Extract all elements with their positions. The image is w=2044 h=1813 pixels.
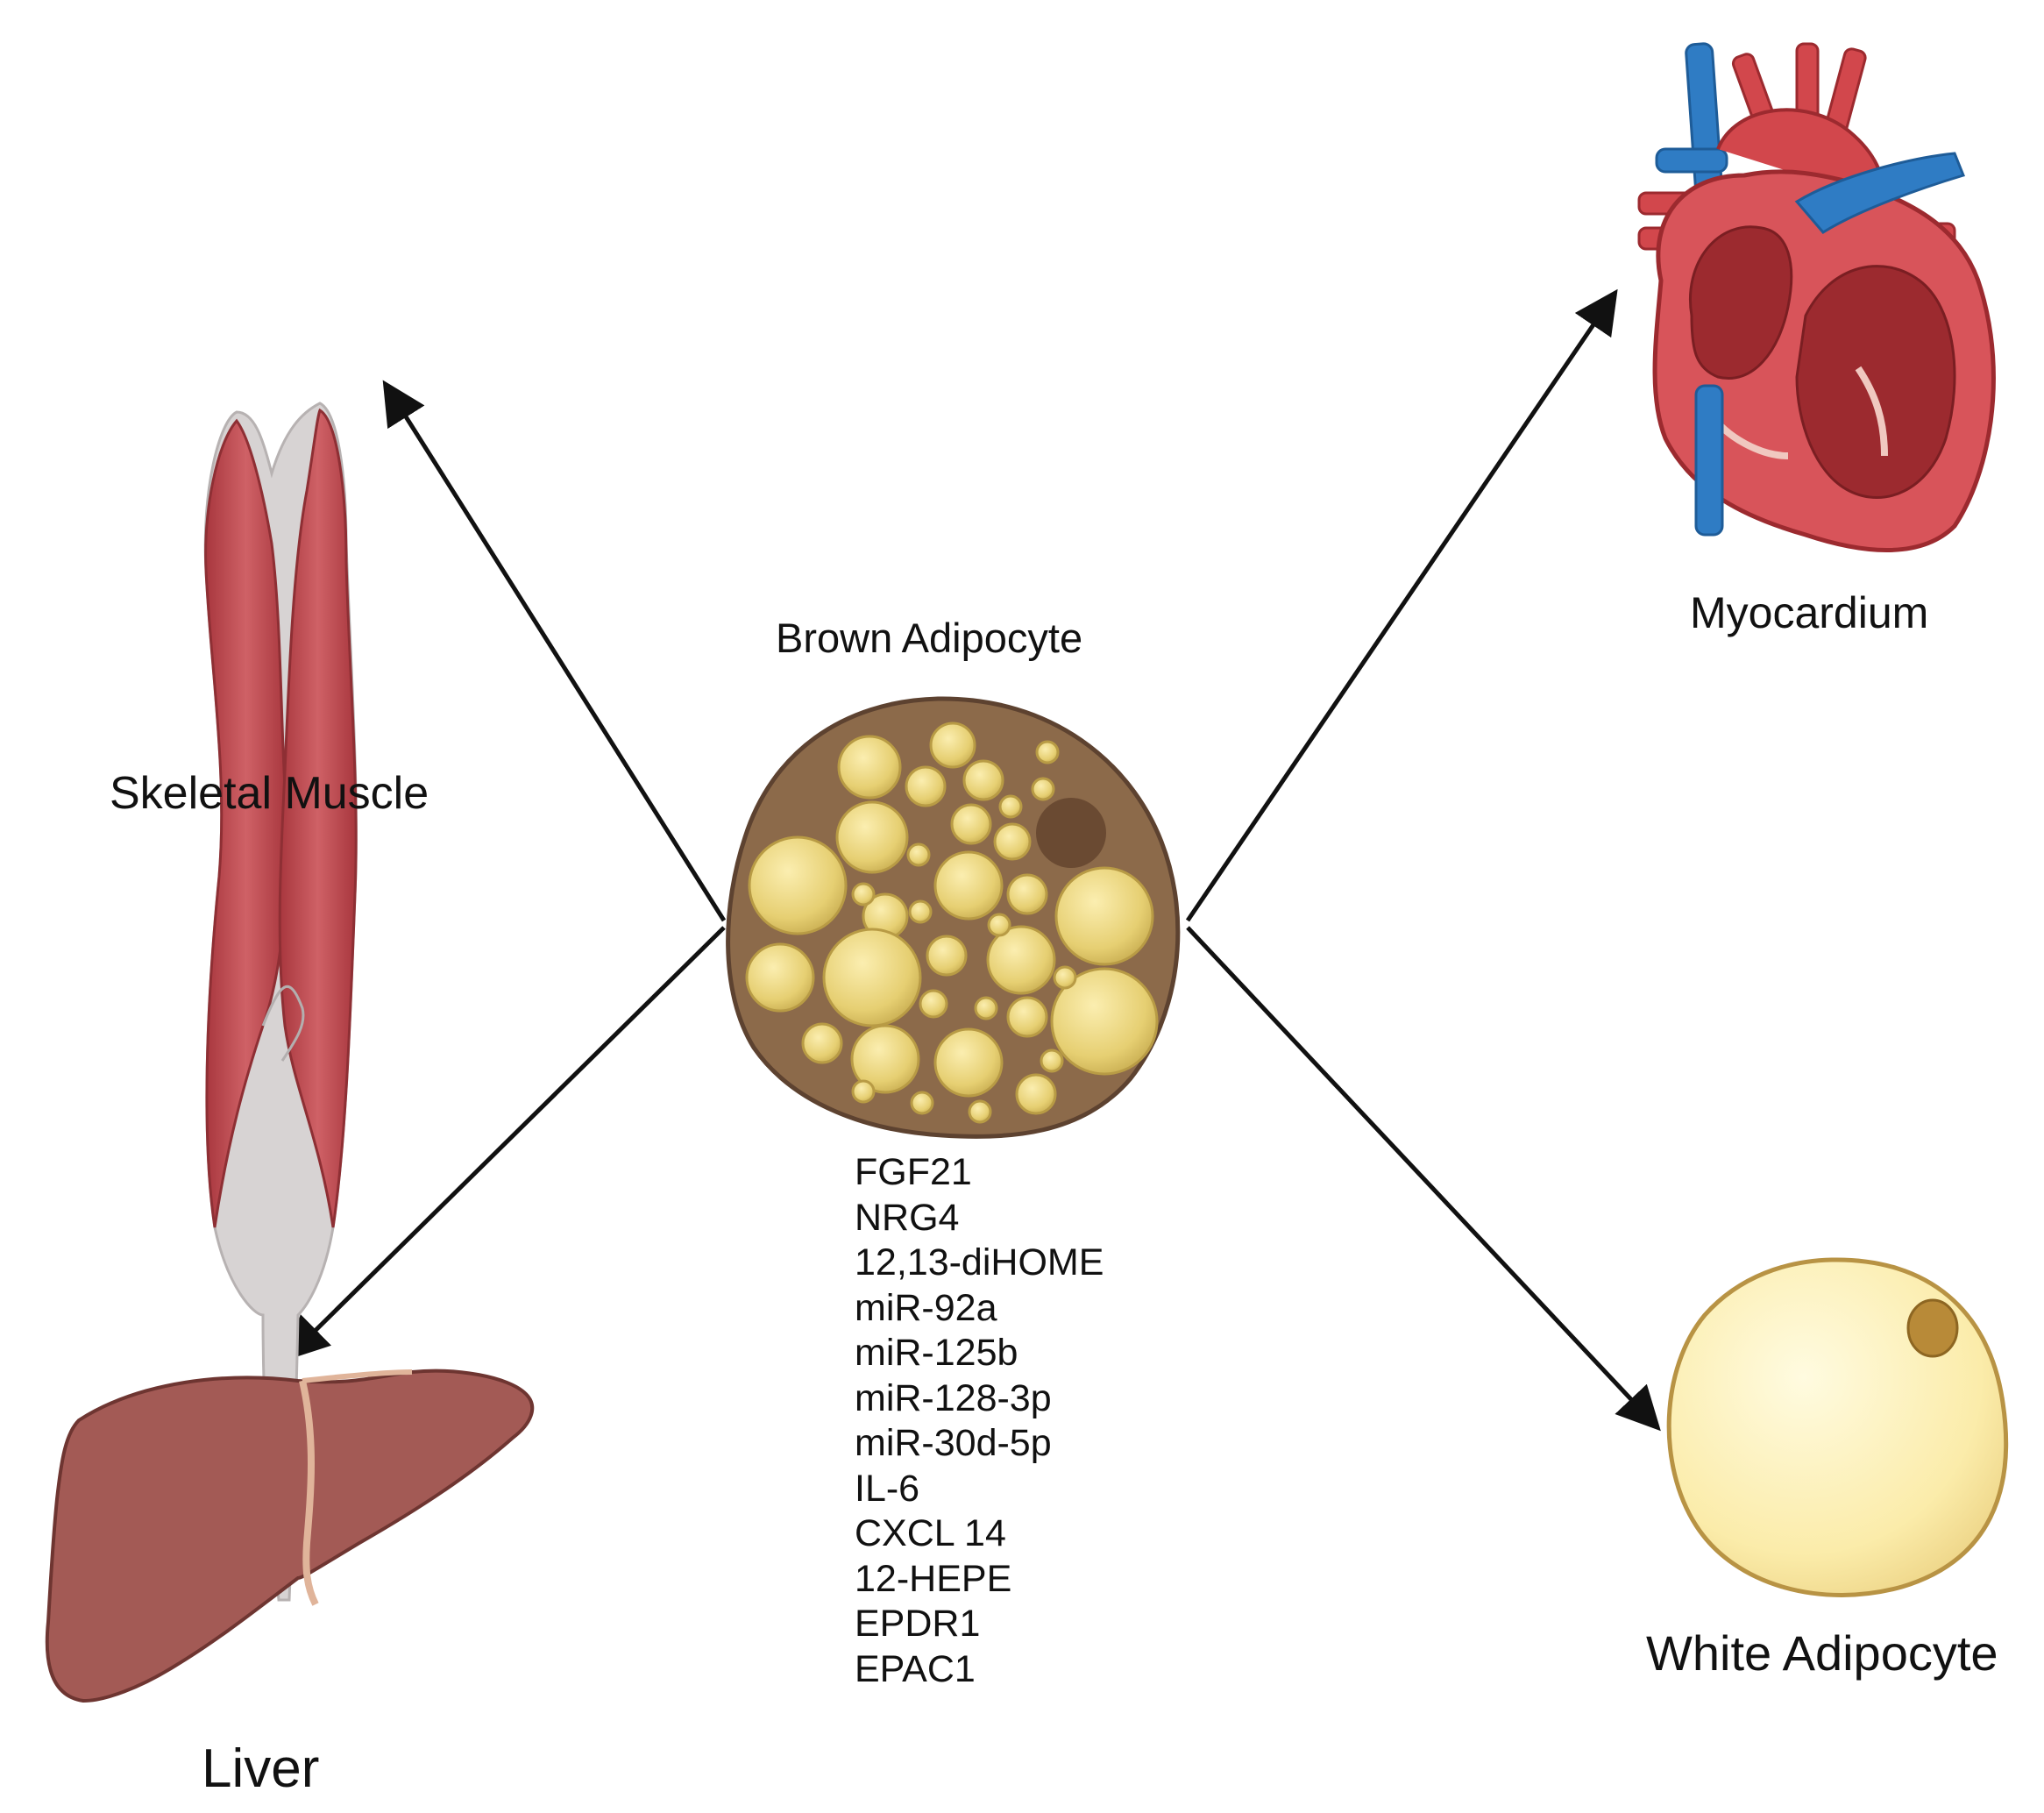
secreted-factors-list: FGF21 NRG4 12,13-diHOME miR-92a miR-125b… [855,1150,1104,1692]
arrow-to-myocardium [1185,288,1618,922]
secreted-factor: 12-HEPE [855,1557,1012,1600]
arrow-to-liver [284,926,726,1362]
secreted-factor: 12,13-diHOME [855,1241,1104,1283]
lipid-droplets [745,722,1159,1124]
white-adipocyte-label: White Adipocyte [1646,1625,1998,1681]
secreted-factor: EPAC1 [855,1647,976,1690]
heart-illustration [1637,42,1996,552]
secreted-factor: miR-92a [855,1286,997,1329]
liver-label: Liver [202,1738,320,1799]
liver-illustration [45,1369,535,1703]
secreted-factor: miR-128-3p [855,1376,1052,1419]
arrow-to-skeletal-muscle [382,380,727,922]
secreted-factor: NRG4 [855,1196,960,1239]
arrow-to-white-adipocyte [1186,926,1661,1432]
secreted-factor: CXCL 14 [855,1512,1006,1554]
skeletal-muscle-label: Skeletal Muscle [110,768,429,819]
secreted-factor: EPDR1 [855,1603,981,1645]
myocardium-label: Myocardium [1690,588,1929,637]
skeletal-muscle-illustration [203,402,358,1602]
brown-adipocyte-illustration [726,696,1181,1139]
secreted-factor: miR-125b [855,1332,1018,1374]
secreted-factor: IL-6 [855,1467,920,1510]
white-adipocyte-illustration [1666,1257,2009,1597]
arrows [284,288,1661,1432]
secreted-factor: miR-30d-5p [855,1422,1052,1464]
brown-adipocyte-label: Brown Adipocyte [776,615,1083,661]
secreted-factor: FGF21 [855,1151,972,1193]
